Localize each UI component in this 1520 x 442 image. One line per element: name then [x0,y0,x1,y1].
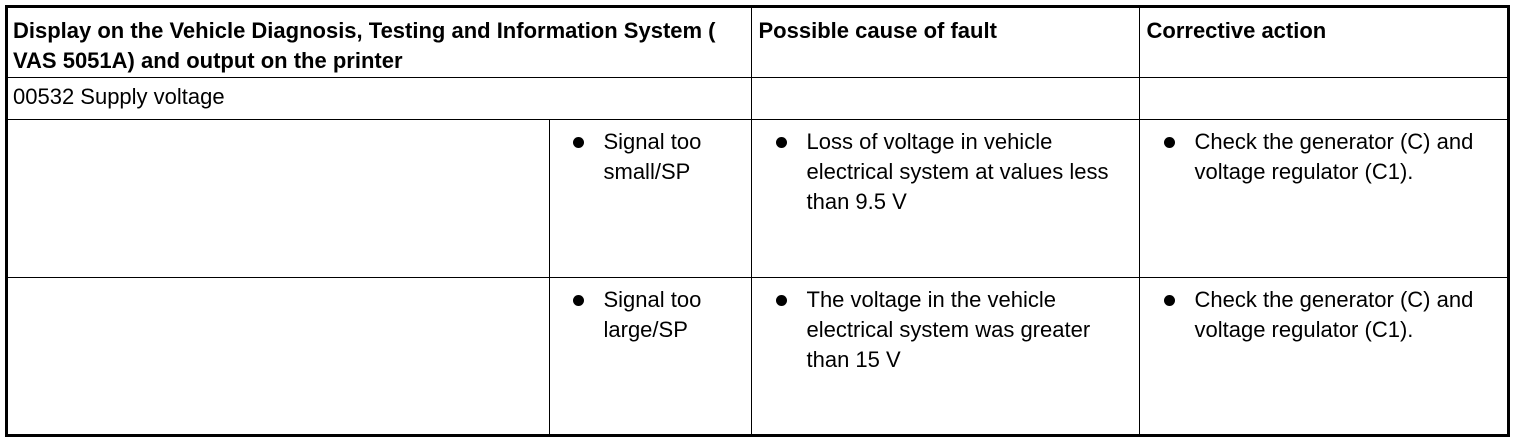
header-display-label: Display on the Vehicle Diagnosis, Testin… [13,18,716,73]
row-1-action: Check the generator (C) and voltage regu… [1194,128,1474,184]
header-cause: Possible cause of fault [750,8,1140,78]
header-cause-label: Possible cause of fault [758,18,997,43]
row-1-fault-type: Signal too small/SP [603,128,702,184]
bullet-dot-icon [572,136,584,148]
bullet-dot-icon [775,294,787,306]
fault-code-label: 00532 Supply voltage [13,83,225,109]
header-row: Display on the Vehicle Diagnosis, Testin… [8,8,1507,78]
row-1-empty-cell [8,118,550,278]
header-action: Corrective action [1138,8,1507,78]
table-row: Signal too small/SP Loss of voltage in v… [8,118,1507,278]
row-1-action-cell: Check the generator (C) and voltage regu… [1138,118,1507,278]
row-2-action: Check the generator (C) and voltage regu… [1194,286,1474,342]
row-2-empty-cell [8,276,550,434]
bullet-dot-icon [1163,294,1175,306]
row-2-action-cell: Check the generator (C) and voltage regu… [1138,276,1507,434]
fault-table: Display on the Vehicle Diagnosis, Testin… [8,8,1507,434]
fault-code-action-empty [1138,76,1507,120]
row-2-cause: The voltage in the vehicle electrical sy… [806,286,1091,372]
table-row: Signal too large/SP The voltage in the v… [8,276,1507,434]
bullet-dot-icon [775,136,787,148]
fault-code-row: 00532 Supply voltage [8,76,1507,120]
fault-code-cell: 00532 Supply voltage [8,76,752,120]
header-action-label: Corrective action [1146,18,1327,43]
row-2-fault-type-cell: Signal too large/SP [548,276,752,434]
row-1-fault-type-cell: Signal too small/SP [548,118,752,278]
fault-code-cause-empty [750,76,1140,120]
bullet-dot-icon [1163,136,1175,148]
header-display: Display on the Vehicle Diagnosis, Testin… [8,8,752,78]
row-1-cause: Loss of voltage in vehicle electrical sy… [806,128,1109,214]
table-frame: Display on the Vehicle Diagnosis, Testin… [5,5,1510,437]
row-2-cause-cell: The voltage in the vehicle electrical sy… [750,276,1140,434]
row-1-cause-cell: Loss of voltage in vehicle electrical sy… [750,118,1140,278]
row-2-fault-type: Signal too large/SP [603,286,702,342]
bullet-dot-icon [572,294,584,306]
